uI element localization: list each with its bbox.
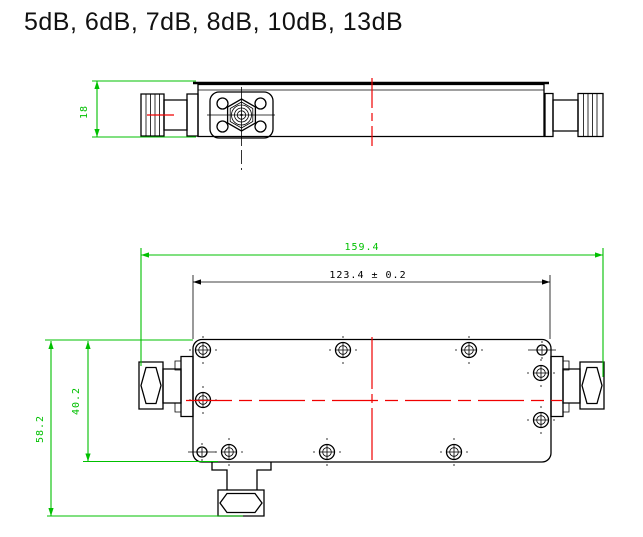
dim-text-40-2: 40.2 <box>71 387 82 415</box>
dim-text-18: 18 <box>79 105 90 119</box>
dim-body-height: 18 <box>79 81 196 137</box>
screw-symbol <box>313 438 341 466</box>
bottom-connector-plan <box>212 462 271 516</box>
dim-text-58-2: 58.2 <box>35 415 46 443</box>
side-view: 18 <box>79 78 603 170</box>
screw-symbol <box>215 438 243 466</box>
plan-view: 159.4 123.4 ± 0.2 58.2 <box>35 242 604 516</box>
screw-symbol <box>527 359 555 387</box>
coupled-port-flange-front <box>207 87 275 170</box>
screw-symbol <box>189 336 217 364</box>
dim-text-159-4: 159.4 <box>344 242 379 253</box>
right-connector-side <box>545 94 603 137</box>
screw-symbol <box>329 336 357 364</box>
dim-overall-length: 159.4 <box>141 242 603 377</box>
right-connector-plan <box>551 357 604 417</box>
dim-overall-height: 58.2 <box>35 340 243 516</box>
dim-port-offset: 40.2 <box>71 341 218 462</box>
pin-hole-symbol <box>528 341 556 359</box>
left-connector-plan <box>139 357 193 417</box>
dim-flange-length: 123.4 ± 0.2 <box>193 270 550 339</box>
attenuation-values-title: 5dB, 6dB, 7dB, 8dB, 10dB, 13dB <box>24 8 404 36</box>
pin-hole-symbol <box>188 443 216 461</box>
dim-text-123-4: 123.4 ± 0.2 <box>329 270 406 281</box>
screw-symbol <box>455 336 483 364</box>
screw-symbol <box>527 406 555 434</box>
screw-symbol <box>440 438 468 466</box>
